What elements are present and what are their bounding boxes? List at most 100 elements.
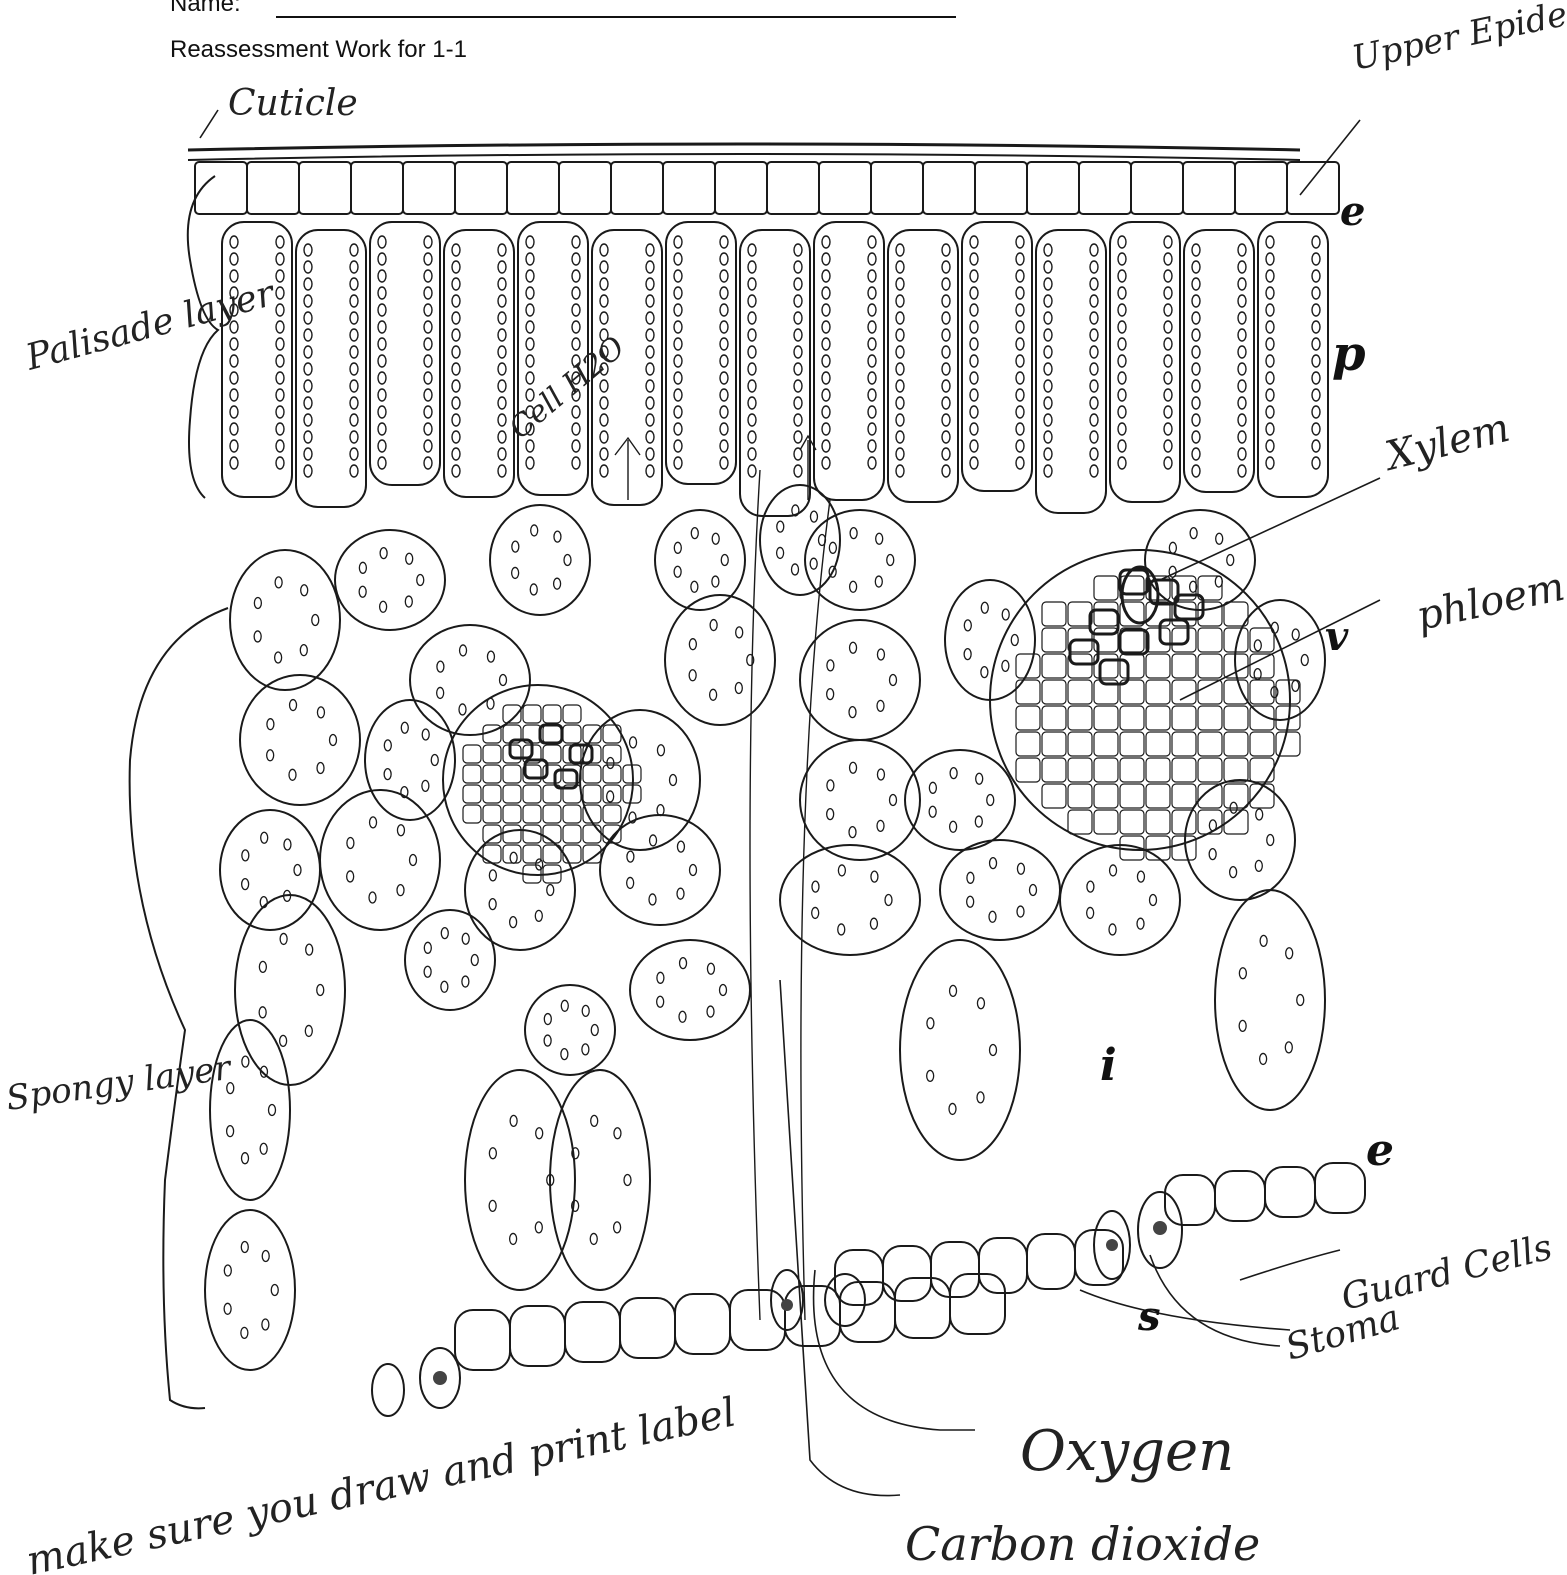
chloroplast	[674, 304, 682, 316]
chloroplast	[242, 879, 249, 890]
epidermis-cell	[871, 162, 923, 214]
chloroplast	[561, 1000, 568, 1011]
chloroplast	[1090, 295, 1098, 307]
chloroplast	[1266, 321, 1274, 333]
chloroplast	[1044, 312, 1052, 324]
spongy-cell	[800, 620, 920, 740]
palisade-cell	[1184, 230, 1254, 492]
chloroplast	[489, 899, 496, 910]
vascular-cell	[1250, 758, 1274, 782]
chloroplast	[317, 707, 324, 718]
chloroplast	[1267, 835, 1274, 846]
chloroplast	[649, 894, 656, 905]
chloroplast	[230, 457, 238, 469]
chloroplast	[646, 363, 654, 375]
chloroplast	[452, 448, 460, 460]
chloroplast	[1016, 423, 1024, 435]
lower-epidermis-cell	[931, 1242, 979, 1297]
chloroplast	[572, 287, 580, 299]
chloroplast	[868, 253, 876, 265]
guard-cells-right	[1094, 1192, 1182, 1279]
chloroplast	[224, 1303, 231, 1314]
chloroplast	[512, 541, 519, 552]
chloroplast	[812, 881, 819, 892]
chloroplast	[1301, 655, 1308, 666]
chloroplast	[378, 389, 386, 401]
chloroplast	[1192, 465, 1200, 477]
chloroplast	[544, 1014, 551, 1025]
chloroplast	[822, 287, 830, 299]
chloroplast	[424, 372, 432, 384]
lower-epidermis-cell	[675, 1294, 730, 1354]
chloroplast	[1266, 355, 1274, 367]
chloroplast	[304, 465, 312, 477]
chloroplast	[710, 689, 717, 700]
chloroplast	[498, 448, 506, 460]
chloroplast	[262, 1250, 269, 1261]
chloroplast	[290, 700, 297, 711]
chloroplast	[896, 363, 904, 375]
chloroplast	[689, 670, 696, 681]
chloroplast	[1238, 431, 1246, 443]
chloroplast	[677, 841, 684, 852]
chloroplast	[1192, 261, 1200, 273]
chloroplast	[452, 397, 460, 409]
chloroplast	[276, 406, 284, 418]
chloroplast	[452, 312, 460, 324]
chloroplast	[1190, 528, 1197, 539]
chloroplast	[591, 1025, 598, 1036]
chloroplast	[424, 287, 432, 299]
chloroplast	[1312, 270, 1320, 282]
chloroplast	[424, 236, 432, 248]
chloroplast	[276, 338, 284, 350]
vascular-cell	[1250, 732, 1274, 756]
chloroplast	[276, 253, 284, 265]
chloroplast	[1192, 380, 1200, 392]
chloroplast	[1238, 380, 1246, 392]
epidermis-cell	[1131, 162, 1183, 214]
epidermis-cell	[923, 162, 975, 214]
vascular-cell	[563, 825, 581, 843]
chloroplast	[896, 448, 904, 460]
chloroplast	[674, 338, 682, 350]
chloroplast	[544, 1035, 551, 1046]
spongy-cell	[465, 830, 575, 950]
chloroplast	[890, 675, 897, 686]
chloroplast	[822, 304, 830, 316]
chloroplast	[1090, 448, 1098, 460]
chloroplast	[242, 1153, 249, 1164]
chloroplast	[896, 431, 904, 443]
chloroplast	[431, 755, 438, 766]
chloroplast	[378, 423, 386, 435]
chloroplast	[276, 270, 284, 282]
vascular-cell	[1224, 680, 1248, 704]
chloroplast	[827, 780, 834, 791]
vascular-cell	[583, 785, 601, 803]
vascular-cell	[1120, 706, 1144, 730]
spongy-cell	[405, 910, 495, 1010]
chloroplast	[1164, 321, 1172, 333]
chloroplast	[927, 1018, 934, 1029]
spongy-cell	[905, 750, 1015, 850]
chloroplast	[850, 642, 857, 653]
h2o-arrow-1	[615, 438, 640, 500]
chloroplast	[850, 528, 857, 539]
vascular-cell	[1068, 654, 1092, 678]
epidermis-cell	[611, 162, 663, 214]
vascular-cell	[463, 765, 481, 783]
chloroplast	[1016, 321, 1024, 333]
chloroplast	[1090, 363, 1098, 375]
vascular-cell	[1094, 602, 1118, 626]
chloroplast	[269, 1105, 276, 1116]
vascular-bundle-left	[443, 685, 641, 883]
chloroplast	[868, 372, 876, 384]
chloroplast	[896, 397, 904, 409]
chloroplast	[720, 406, 728, 418]
chloroplast	[720, 270, 728, 282]
chloroplast	[942, 414, 950, 426]
chloroplast	[1090, 465, 1098, 477]
chloroplast	[1109, 924, 1116, 935]
chloroplast	[1016, 457, 1024, 469]
chloroplast	[868, 287, 876, 299]
chloroplast	[489, 1200, 496, 1211]
